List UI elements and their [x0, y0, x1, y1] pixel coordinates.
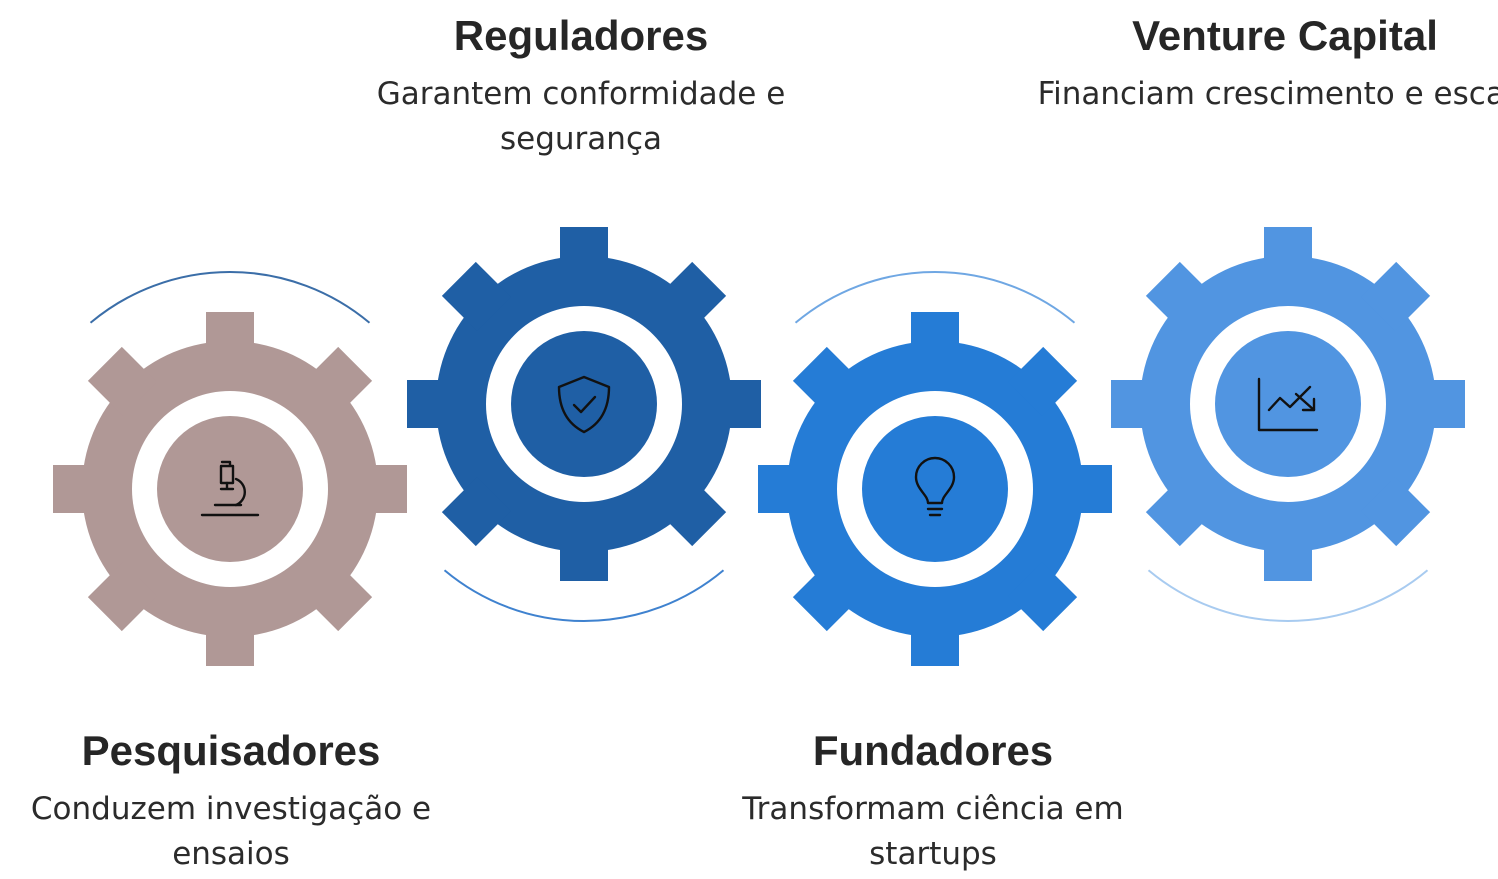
pesquisadores-label-block: Pesquisadores Conduzem investigação e en… [0, 725, 481, 877]
pesquisadores-title: Pesquisadores [81, 727, 381, 774]
gear-core [511, 331, 657, 477]
gear-core [862, 416, 1008, 562]
connector-arc [794, 271, 1076, 324]
reguladores-label-block: Reguladores Garantem conformidade e segu… [331, 10, 831, 162]
pesquisadores-description: Conduzem investigação e ensaios [30, 791, 432, 872]
gear-fundadores [758, 312, 1112, 666]
reguladores-title: Reguladores [453, 12, 709, 59]
microscope-icon [200, 460, 260, 517]
connector-arc [443, 569, 725, 622]
connector-arc [1147, 569, 1429, 622]
fundadores-description: Transformam ciência em startups [742, 791, 1124, 872]
venture-capital-description: Financiam crescimento e escala [1037, 76, 1498, 112]
connector-arc [89, 271, 371, 324]
venture-capital-label-block: Venture Capital Financiam crescimento e … [1035, 10, 1498, 117]
lightbulb-icon [914, 456, 956, 517]
connector-arcs [89, 271, 1429, 622]
chart-trend-down-icon [1257, 377, 1319, 432]
shield-check-icon [557, 375, 611, 434]
fundadores-title: Fundadores [812, 727, 1054, 774]
venture-capital-title: Venture Capital [1132, 12, 1438, 59]
fundadores-label-block: Fundadores Transformam ciência em startu… [683, 725, 1183, 877]
gear-pesquisadores [53, 312, 407, 666]
reguladores-description: Garantem conformidade e segurança [376, 76, 786, 157]
gear-venture-capital [1111, 227, 1465, 581]
gear-reguladores [407, 227, 761, 581]
